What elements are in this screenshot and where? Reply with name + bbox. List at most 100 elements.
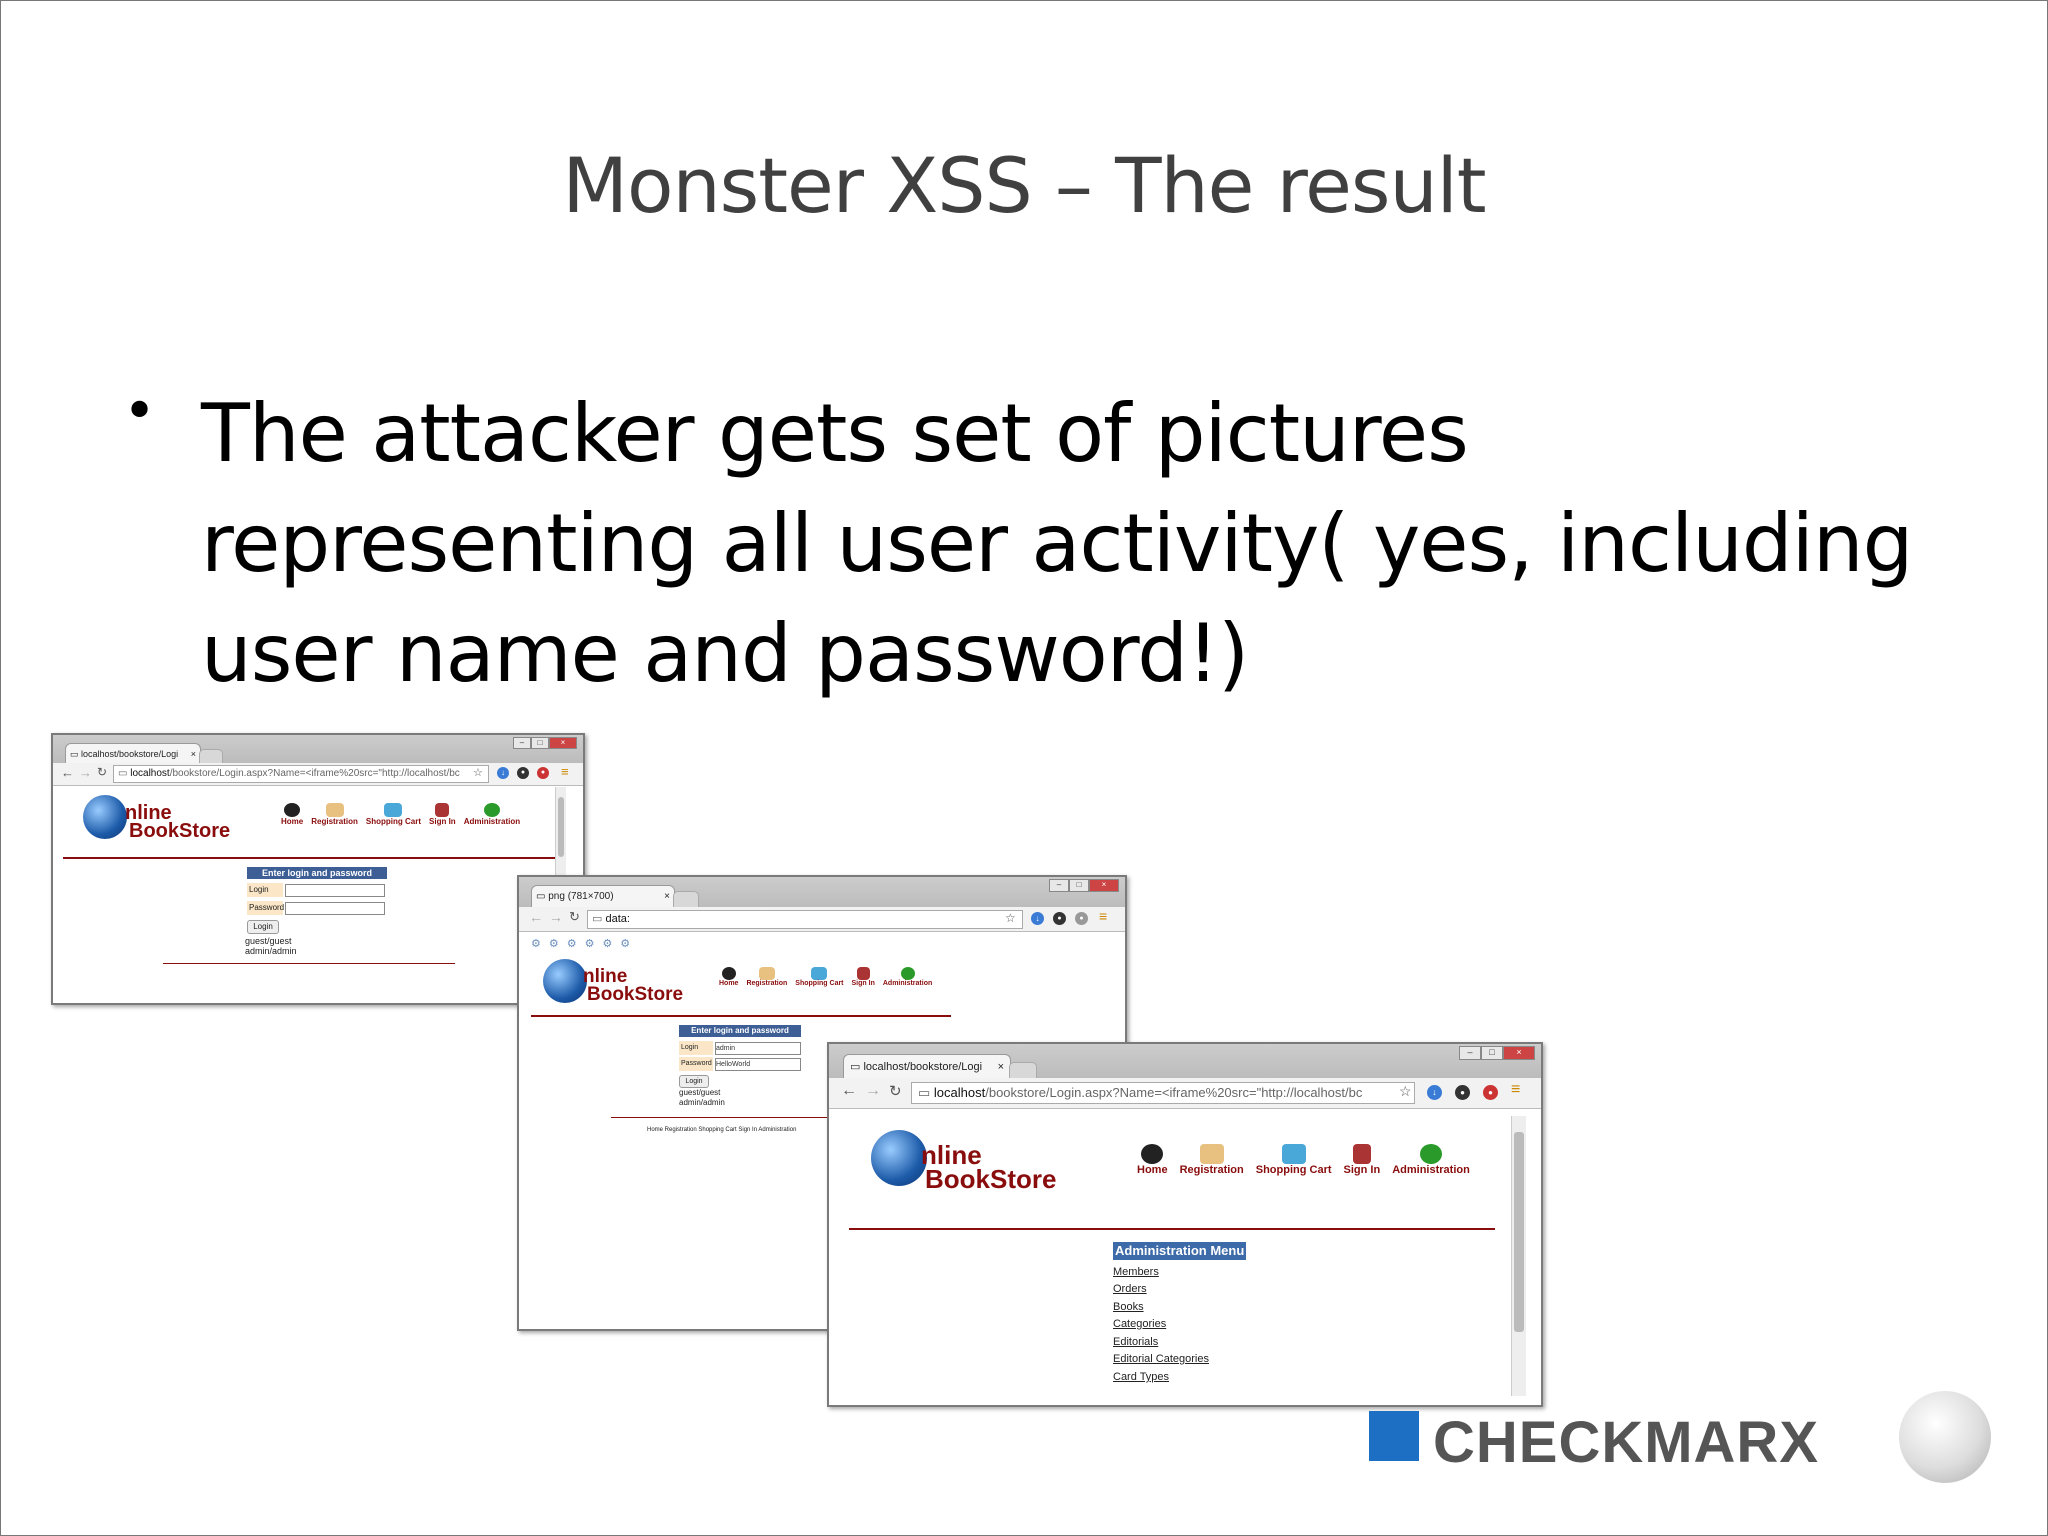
menu-icon[interactable]: ≡ [561,764,569,779]
url-path: /bookstore/Login.aspx?Name=<iframe%20src… [169,768,460,779]
close-icon[interactable]: × [190,749,196,759]
address-bar[interactable]: ▭ localhost/bookstore/Login.aspx?Name=<i… [911,1082,1415,1104]
home-icon [1141,1144,1164,1164]
back-icon[interactable]: ← [841,1082,857,1099]
admin-link-orders[interactable]: Orders [1113,1283,1147,1295]
header-divider [63,857,561,859]
nav-sign-in[interactable]: Sign In [429,803,456,826]
minimize-icon[interactable]: – [513,737,531,749]
admin-link-editorial-categories[interactable]: Editorial Categories [1113,1353,1209,1365]
star-icon[interactable]: ☆ [473,767,483,779]
close-window-icon[interactable]: × [1503,1046,1535,1060]
nav-home[interactable]: Home [1137,1144,1168,1176]
url-path: /bookstore/Login.aspx?Name=<iframe%20src… [985,1085,1363,1100]
close-window-icon[interactable]: × [549,737,577,749]
login-button[interactable]: Login [679,1075,709,1088]
logo-nline: nline [583,966,628,987]
bookstore-logo-globe [83,795,127,839]
nav-sign-in[interactable]: Sign In [852,967,875,987]
browser-tab[interactable]: ▭ localhost/bookstore/Logi × [65,743,201,764]
new-tab-button[interactable] [673,891,699,908]
admin-link-editorials[interactable]: Editorials [1113,1336,1159,1348]
bookstore-logo-globe [543,959,587,1003]
sign-in-icon [435,803,450,817]
address-bar[interactable]: ▭ localhost/bookstore/Login.aspx?Name=<i… [113,765,489,783]
page-icon: ▭ [70,749,79,759]
maximize-icon[interactable]: □ [1069,879,1089,892]
minimize-icon[interactable]: – [1049,879,1069,892]
registration-icon [1199,1144,1224,1164]
minimize-icon[interactable]: – [1459,1046,1481,1060]
tab-title: localhost/bookstore/Logi [863,1061,983,1073]
nav-administration[interactable]: Administration [883,967,932,987]
nav-shopping-cart[interactable]: Shopping Cart [795,967,844,987]
extension-icon[interactable]: ● [517,767,529,779]
maximize-icon[interactable]: □ [1481,1046,1503,1060]
forward-icon[interactable]: → [79,765,92,780]
close-icon[interactable]: × [664,891,670,902]
menu-icon[interactable]: ≡ [1099,908,1108,924]
extension-icon[interactable]: ● [1455,1085,1470,1100]
forward-icon[interactable]: → [865,1082,881,1099]
logo-bookstore: BookStore [587,984,684,1005]
password-input[interactable] [285,902,385,915]
stop-icon[interactable]: ● [1075,912,1088,925]
maximize-icon[interactable]: □ [531,737,549,749]
nav-registration[interactable]: Registration [746,967,787,987]
nav-home[interactable]: Home [719,967,738,987]
nav-registration[interactable]: Registration [1180,1144,1244,1176]
nav-shopping-cart[interactable]: Shopping Cart [1256,1144,1332,1176]
slide-title: Monster XSS – The result [562,141,1486,230]
browser-tab[interactable]: ▭ png (781×700) × [531,885,675,908]
close-window-icon[interactable]: × [1089,879,1119,892]
browser-tab[interactable]: ▭ localhost/bookstore/Logi × [843,1054,1011,1079]
admin-link-members[interactable]: Members [1113,1266,1159,1278]
back-icon[interactable]: ← [61,765,74,780]
back-icon[interactable]: ← [529,909,543,925]
stop-icon[interactable]: ● [1483,1085,1498,1100]
footer-divider [611,1117,907,1118]
scrollbar[interactable] [1511,1116,1526,1396]
extension-icon[interactable]: ● [1053,912,1066,925]
toolbar: ← → ↻ ▭ data: ☆ ↓ ● ● ≡ [519,907,1125,932]
password-label: Password [247,901,284,915]
nav-registration[interactable]: Registration [311,803,358,826]
new-tab-button[interactable] [1009,1062,1037,1079]
stop-icon[interactable]: ● [537,767,549,779]
scrollbar-thumb[interactable] [558,797,564,857]
download-icon[interactable]: ↓ [1031,912,1044,925]
page-icon: ▭ [850,1061,861,1073]
nav-sign-in[interactable]: Sign In [1344,1144,1380,1176]
forward-icon[interactable]: → [549,909,563,925]
admin-link-categories[interactable]: Categories [1113,1318,1167,1330]
download-icon[interactable]: ↓ [497,767,509,779]
new-tab-button[interactable] [199,749,223,764]
password-input[interactable]: HelloWorld [715,1058,801,1071]
credential-hint-guest: guest/guest [679,1088,721,1097]
admin-link-card-types[interactable]: Card Types [1113,1371,1170,1383]
menu-icon[interactable]: ≡ [1511,1081,1521,1098]
login-input[interactable]: admin [715,1042,801,1055]
login-button[interactable]: Login [247,920,279,934]
credential-hint-guest: guest/guest [245,936,292,946]
reload-icon[interactable]: ↻ [889,1083,902,1100]
login-input[interactable] [285,884,385,897]
administration-icon [1420,1144,1443,1164]
nav-administration[interactable]: Administration [464,803,520,826]
star-icon[interactable]: ☆ [1399,1083,1412,1099]
nav-home[interactable]: Home [281,803,303,826]
download-icon[interactable]: ↓ [1427,1085,1442,1100]
nav-shopping-cart[interactable]: Shopping Cart [366,803,421,826]
star-icon[interactable]: ☆ [1005,911,1016,925]
address-bar[interactable]: ▭ data: [587,910,1023,929]
scrollbar-thumb[interactable] [1514,1132,1524,1332]
logo-nline: nline [125,802,172,824]
cart-icon [384,803,403,817]
admin-link-books[interactable]: Books [1113,1301,1144,1313]
close-icon[interactable]: × [997,1061,1004,1073]
reload-icon[interactable]: ↻ [97,765,108,779]
toolbar: ← → ↻ ▭ localhost/bookstore/Login.aspx?N… [53,763,583,786]
reload-icon[interactable]: ↻ [569,909,580,924]
nav-administration[interactable]: Administration [1392,1144,1470,1176]
